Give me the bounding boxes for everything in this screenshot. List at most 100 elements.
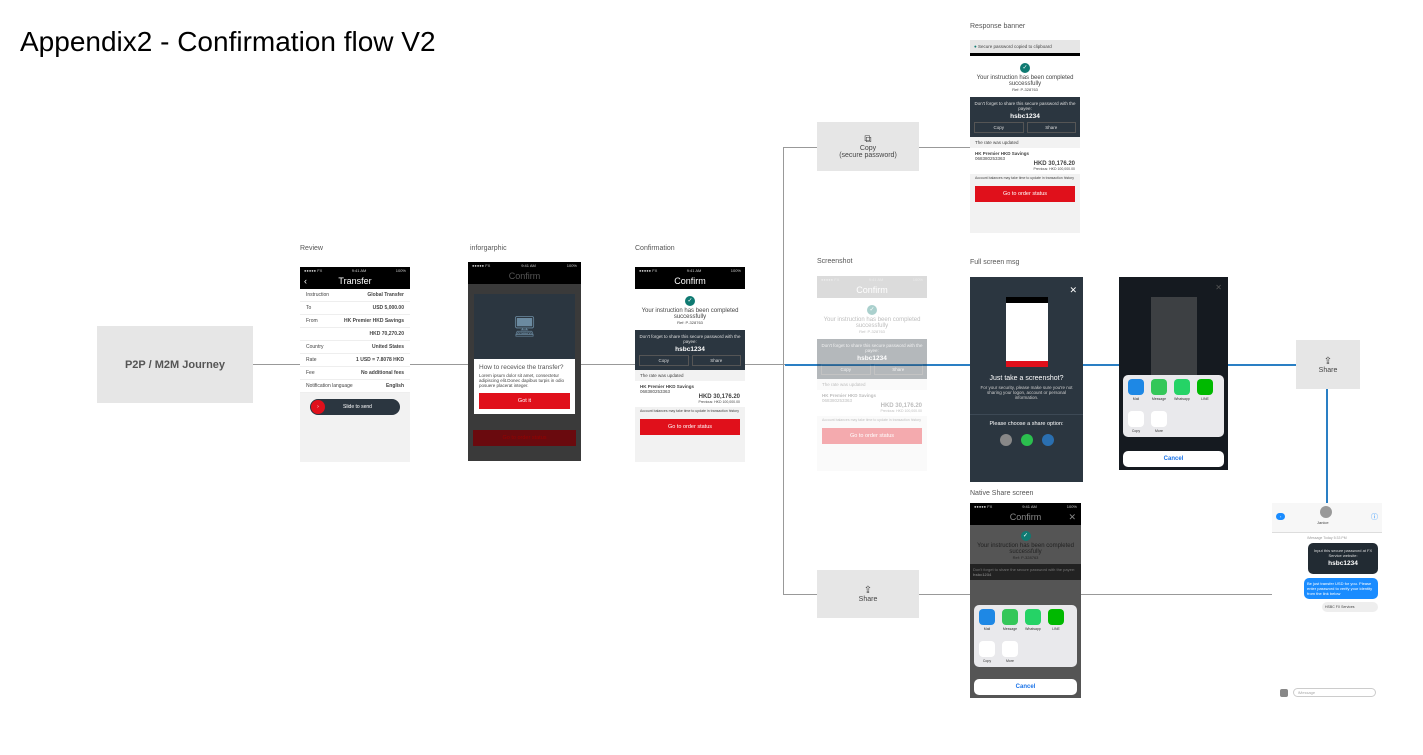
info-icon[interactable]: ⓘ xyxy=(1371,514,1378,521)
share-action-more[interactable]: More xyxy=(1001,641,1019,663)
line-icon xyxy=(1048,609,1064,625)
clipboard-banner: ● Secure password copied to clipboard xyxy=(970,40,1080,56)
mail-icon xyxy=(979,609,995,625)
dialog-heading: How to recevice the transfer? xyxy=(479,364,564,371)
share-action-copy[interactable]: Copy xyxy=(1127,411,1145,433)
time: 9:41 AM xyxy=(686,268,702,273)
account-name: HK Premier HKD Savings xyxy=(640,384,695,389)
copy-action-node[interactable]: ⧉ Copy (secure password) xyxy=(817,122,919,171)
share-app-mail[interactable]: Mail xyxy=(978,609,996,631)
share-app-whatsapp[interactable]: Whatsapp xyxy=(1024,609,1042,631)
app-label: LINE xyxy=(1052,627,1060,631)
copy-button[interactable]: Copy xyxy=(974,122,1024,133)
share-app-message[interactable]: Message xyxy=(1001,609,1019,631)
fullscreen-msg-screen: ✕ Just take a screenshot? For your secur… xyxy=(970,277,1083,482)
connector xyxy=(919,594,1272,595)
success-message: Your instruction has been completed succ… xyxy=(823,317,921,329)
copy-button[interactable]: Copy xyxy=(639,355,689,366)
share-button[interactable]: Share xyxy=(1026,122,1076,133)
order-status-button[interactable]: Go to order status xyxy=(975,186,1075,202)
balance: HKD 30,176.20 xyxy=(880,403,922,409)
line-icon xyxy=(1197,379,1213,395)
label-review: Review xyxy=(300,245,323,252)
share-app-line[interactable]: LINE xyxy=(1047,609,1065,631)
connector-blue xyxy=(1326,389,1328,505)
message-meta: iMessage Today 5:33 PM xyxy=(1307,536,1347,540)
close-icon[interactable]: ✕ xyxy=(1068,512,1076,522)
link-preview[interactable]: HSBC FX Services xyxy=(1322,602,1378,612)
share-action-node-2[interactable]: ⇪ Share xyxy=(1296,340,1360,389)
share-icon: ⇪ xyxy=(863,585,873,596)
order-status-button[interactable]: Go to order status xyxy=(822,428,922,444)
share-app-mail[interactable]: Mail xyxy=(1127,379,1145,401)
copy-label: Copy xyxy=(859,145,877,152)
share-action-copy[interactable]: Copy xyxy=(978,641,996,663)
got-it-button[interactable]: Got it xyxy=(479,393,570,409)
bubble-text: Input this secure password at FX Service… xyxy=(1313,548,1373,558)
slide-to-send[interactable]: ›Slide to send xyxy=(310,399,400,415)
label-native: Native Share screen xyxy=(970,490,1034,497)
password: hsbc1234 xyxy=(675,346,705,353)
share-label: Share xyxy=(858,596,878,603)
app-label: Message xyxy=(1151,397,1167,401)
start-node[interactable]: P2P / M2M Journey xyxy=(97,326,253,403)
back-button[interactable]: ‹ xyxy=(1276,513,1286,520)
row-label: From xyxy=(306,318,318,324)
password-note: Don't forget to share this secure passwo… xyxy=(821,343,923,353)
nav-title: Confirm xyxy=(856,285,888,295)
mail-icon[interactable] xyxy=(999,434,1012,446)
share-action-node[interactable]: ⇪ Share xyxy=(817,570,919,618)
success-card: ✓Your instruction has been completed suc… xyxy=(970,56,1080,97)
row-value: United States xyxy=(372,344,404,350)
row-label: Notification language xyxy=(306,383,353,389)
label-fullscreen: Full screen msg xyxy=(970,259,1020,266)
share-button[interactable]: Share xyxy=(691,355,741,366)
success-card: ✓Your instruction has been completed suc… xyxy=(817,298,927,339)
devices-illustration: 🖥 xyxy=(474,294,575,359)
app-label: Whatsapp xyxy=(1174,397,1190,401)
app-label: Message xyxy=(1002,627,1018,631)
more-icon xyxy=(1151,411,1167,427)
back-icon[interactable]: ‹ xyxy=(304,276,307,286)
review-row: HKD 70,270.20 xyxy=(300,328,410,341)
label-confirmation: Confirmation xyxy=(635,245,675,252)
imessage-screen: ‹ Janice ⓘ iMessage Today 5:33 PM Input … xyxy=(1272,503,1382,703)
share-app-line[interactable]: LINE xyxy=(1196,379,1214,401)
copy-button[interactable]: Copy xyxy=(821,364,871,375)
previous-balance: Previous: HKD 100,000.00 xyxy=(698,400,740,404)
check-icon: ● xyxy=(974,44,977,49)
share-button[interactable]: Share xyxy=(873,364,923,375)
share-action-more[interactable]: More xyxy=(1150,411,1168,433)
whatsapp-icon xyxy=(1174,379,1190,395)
row-label: To xyxy=(306,305,312,311)
order-status-button-dim: Go to order status xyxy=(473,430,576,446)
ref: Ref: P-328763 xyxy=(677,320,703,325)
copy-icon xyxy=(1128,411,1144,427)
share-app-whatsapp[interactable]: Whatsapp xyxy=(1173,379,1191,401)
message-icon[interactable] xyxy=(1020,434,1033,446)
share-icon[interactable] xyxy=(1041,434,1054,446)
screenshot-thumbnail xyxy=(1005,297,1048,367)
copy-icon: ⧉ xyxy=(864,134,872,145)
row-value: HK Premier HKD Savings xyxy=(343,318,404,324)
label-infographic: inforgarphic xyxy=(470,245,507,252)
fs-heading: Just take a screenshot? xyxy=(989,375,1064,382)
share-icon: ⇪ xyxy=(1323,355,1333,367)
camera-icon[interactable] xyxy=(1280,688,1288,697)
close-icon[interactable]: ✕ xyxy=(1069,285,1077,295)
page-title: Appendix2 - Confirmation flow V2 xyxy=(20,26,436,57)
rate-note: The rate was updated xyxy=(822,382,866,387)
banner-text: Secure password copied to clipboard xyxy=(977,44,1052,49)
cancel-button[interactable]: Cancel xyxy=(1123,451,1224,467)
order-status-button[interactable]: Go to order status xyxy=(640,419,740,435)
share-app-message[interactable]: Message xyxy=(1150,379,1168,401)
message-input[interactable]: iMessage xyxy=(1293,688,1376,697)
check-icon: ✓ xyxy=(685,296,695,306)
cancel-button[interactable]: Cancel xyxy=(974,679,1077,695)
